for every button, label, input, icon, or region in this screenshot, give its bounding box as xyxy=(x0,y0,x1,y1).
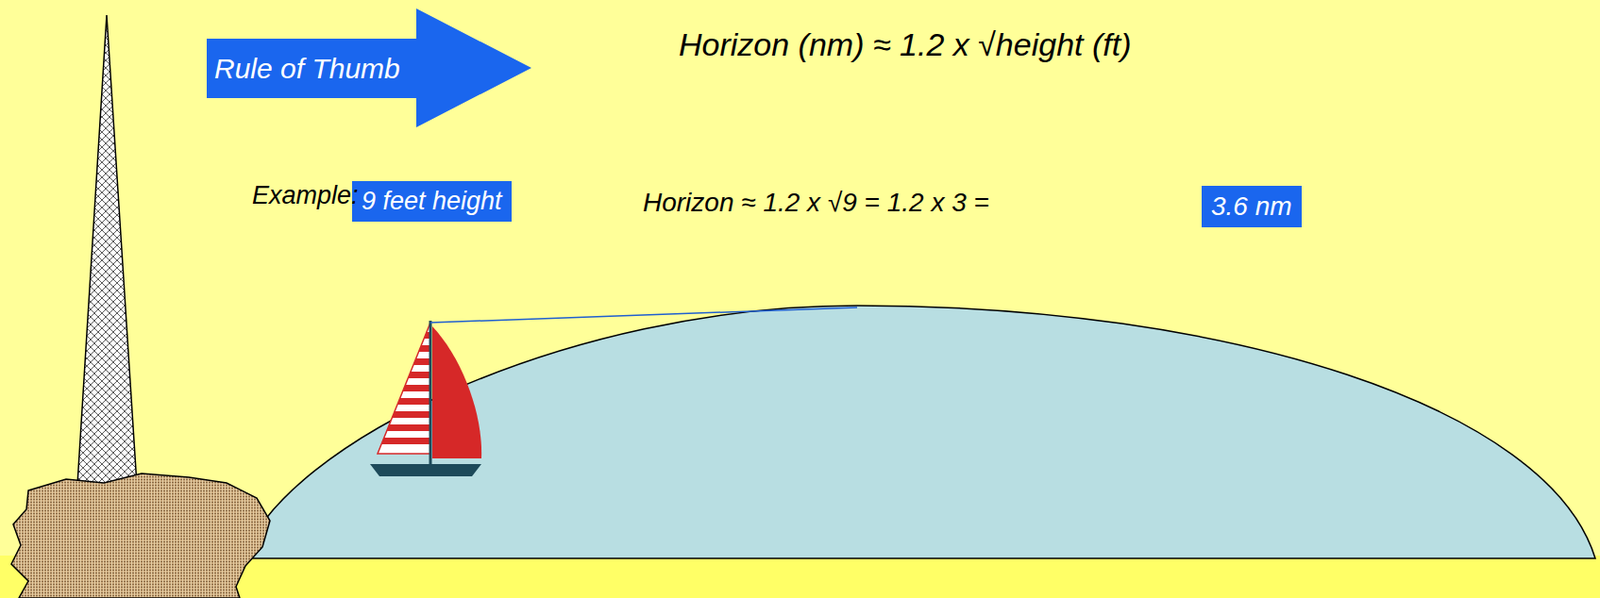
tower xyxy=(76,15,138,501)
worked-formula: Horizon ≈ 1.2 x √9 = 1.2 x 3 = xyxy=(642,187,990,219)
node-text: Rule of Thumb xyxy=(214,52,401,85)
sailboat xyxy=(368,307,858,477)
formula-text: Horizon (nm) ≈ 1.2 x √height (ft) xyxy=(678,26,1131,64)
result-box: 3.6 nm xyxy=(1201,185,1302,228)
island xyxy=(11,473,270,598)
highlight-box: 9 feet height xyxy=(352,181,512,222)
sea xyxy=(243,305,1596,559)
arrow-banner: Rule of Thumb xyxy=(206,8,532,128)
example-label: Example: xyxy=(252,181,359,211)
node-text: 9 feet height xyxy=(361,186,503,217)
node-text: 3.6 nm xyxy=(1211,191,1293,222)
